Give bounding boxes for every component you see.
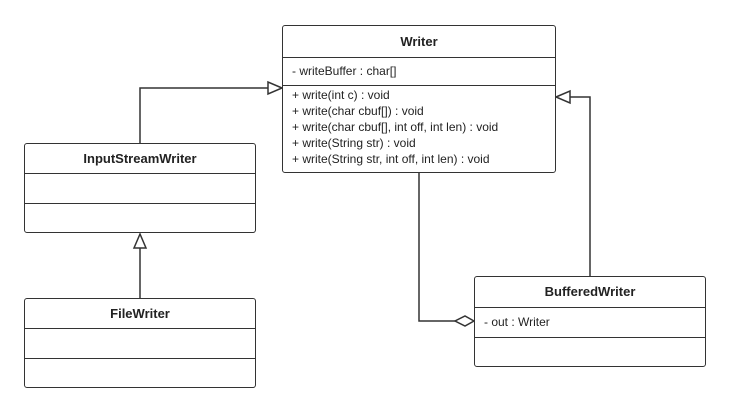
class-inputstreamwriter: InputStreamWriter xyxy=(24,143,256,233)
aggregation-line-bufferedwriter-writer xyxy=(418,173,455,322)
class-name: FileWriter xyxy=(25,299,255,329)
attributes-section xyxy=(25,174,255,204)
method: + write(int c) : void xyxy=(292,88,390,102)
inheritance-arrowhead-writer-right xyxy=(554,89,571,105)
methods-section: + write(int c) : void + write(char cbuf[… xyxy=(283,86,555,167)
attribute: - out : Writer xyxy=(484,315,550,329)
class-filewriter: FileWriter xyxy=(24,298,256,388)
methods-section xyxy=(25,204,255,232)
class-name: Writer xyxy=(283,26,555,58)
inheritance-line-bufferedwriter-writer xyxy=(570,96,591,276)
aggregation-diamond xyxy=(453,315,476,327)
methods-section xyxy=(475,338,705,366)
methods-section xyxy=(25,359,255,387)
class-name: InputStreamWriter xyxy=(25,144,255,174)
class-name: BufferedWriter xyxy=(475,277,705,308)
method: + write(char cbuf[], int off, int len) :… xyxy=(292,120,499,134)
inheritance-arrowhead-inputstreamwriter xyxy=(132,232,148,249)
method: + write(String str, int off, int len) : … xyxy=(292,152,490,166)
class-writer: Writer - writeBuffer : char[] + write(in… xyxy=(282,25,556,173)
class-bufferedwriter: BufferedWriter - out : Writer xyxy=(474,276,706,367)
attributes-section: - out : Writer xyxy=(475,308,705,338)
method: + write(char cbuf[]) : void xyxy=(292,104,424,118)
attributes-section: - writeBuffer : char[] xyxy=(283,58,555,86)
attribute: - writeBuffer : char[] xyxy=(292,64,397,78)
inheritance-line-inputstreamwriter-writer xyxy=(139,87,268,143)
attributes-section xyxy=(25,329,255,359)
inheritance-arrowhead-writer-left xyxy=(267,80,284,96)
method: + write(String str) : void xyxy=(292,136,416,150)
